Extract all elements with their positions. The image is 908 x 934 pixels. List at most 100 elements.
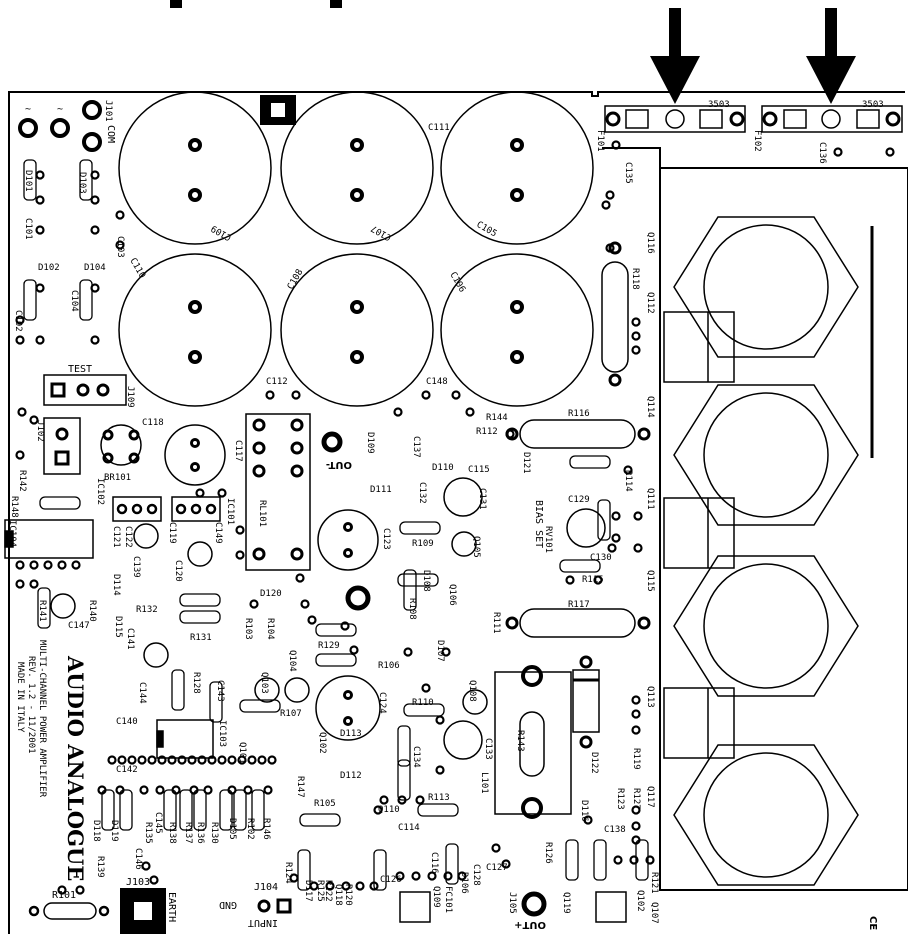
solder-pad [237, 755, 247, 765]
solder-pad [300, 599, 310, 609]
label-r104: R104 [265, 618, 275, 640]
solder-pad [631, 821, 641, 831]
regulator-ic101 [171, 496, 221, 522]
label-ic102: IC102 [95, 478, 105, 505]
label-f101-value: 3503 [708, 100, 730, 110]
solder-pad [90, 335, 100, 345]
heatsink-tab-1 [663, 311, 735, 383]
bulk-capacitor-c108: C108 [280, 253, 434, 407]
label-q117: Q117 [645, 786, 655, 808]
label-c105: C105 [475, 220, 499, 240]
solder-pad [833, 147, 843, 157]
solder-pad [35, 283, 45, 293]
solder-pad [35, 195, 45, 205]
solder-pad [147, 755, 157, 765]
bulk-capacitor-c110: C110 [118, 253, 272, 407]
label-r128: R128 [191, 672, 201, 694]
fuse-holder-f101 [604, 105, 746, 133]
label-out-minus: OUT- [326, 459, 352, 470]
solder-pad [71, 560, 81, 570]
label-f101: F101 [595, 130, 605, 152]
electrolytic-caps-medium [50, 424, 606, 760]
solder-pad [107, 755, 117, 765]
label-c124: C124 [377, 692, 387, 714]
label-r144: R144 [486, 413, 508, 423]
label-c137: C137 [411, 436, 421, 458]
label-r105: R105 [314, 799, 336, 809]
label-c114: C114 [398, 823, 420, 833]
label-c110: C110 [127, 257, 147, 281]
label-c143: C143 [215, 680, 225, 702]
label-c141: C141 [125, 628, 135, 650]
solder-pad [15, 560, 25, 570]
solder-pad [631, 331, 641, 341]
label-r127: R127 [631, 788, 641, 810]
label-d111: D111 [370, 485, 392, 495]
label-d101: D101 [23, 170, 33, 192]
label-r148: R148 [9, 496, 19, 518]
solder-pad [217, 755, 227, 765]
label-rv101: RV101 [543, 526, 553, 553]
label-q108: Q108 [467, 680, 477, 702]
solder-pad [155, 785, 165, 795]
label-r137: R137 [183, 822, 193, 844]
label-d114: D114 [111, 574, 121, 596]
label-d107: D107 [435, 640, 445, 662]
output-pad-j106 [321, 431, 343, 453]
solder-pad [341, 881, 351, 891]
label-ic103: IC103 [217, 720, 227, 747]
label-r129: R129 [318, 641, 340, 651]
solder-pad [631, 317, 641, 327]
label-q102: Q102 [317, 732, 327, 754]
label-out-plus: OUT+ [514, 919, 546, 930]
solder-pad [267, 755, 277, 765]
solder-pad [227, 755, 237, 765]
power-transistor-outlines [663, 216, 859, 886]
label-c120: C120 [173, 560, 183, 582]
solder-pad [633, 543, 643, 553]
label-earth: EARTH [166, 892, 177, 922]
label-r123: R123 [615, 788, 625, 810]
label-d104: D104 [84, 263, 106, 273]
solder-pad [15, 450, 25, 460]
label-ic101: IC101 [225, 498, 235, 525]
solder-pad [583, 815, 593, 825]
label-c128: C128 [471, 864, 481, 886]
board-outline [8, 91, 908, 934]
label-r103: R103 [243, 618, 253, 640]
label-c123: C123 [381, 528, 391, 550]
label-r113: R113 [428, 793, 450, 803]
solder-pad [421, 683, 431, 693]
resistor-body [79, 159, 93, 201]
solder-pad [90, 225, 100, 235]
relay-rl101 [245, 413, 311, 571]
label-q109: Q109 [431, 886, 441, 908]
fuse-holder-f102 [761, 105, 903, 133]
test-connector-j109: TEST J109 [43, 364, 135, 408]
solder-pad [137, 755, 147, 765]
resistor-body [569, 455, 611, 469]
label-c130: C130 [590, 553, 612, 563]
label-r114: R114 [623, 470, 633, 492]
solder-pad [17, 407, 27, 417]
label-d109: D109 [365, 432, 375, 454]
label-br101: BR101 [104, 473, 131, 483]
resistor-body [315, 623, 357, 637]
resistor-body [397, 725, 411, 767]
label-d118: D118 [91, 820, 101, 842]
label-c121: C121 [111, 526, 121, 548]
label-c106: C106 [447, 271, 467, 295]
label-c116: C116 [429, 852, 439, 874]
solder-pad [631, 345, 641, 355]
solder-pad [631, 805, 641, 815]
mounting-pad [345, 585, 371, 611]
solder-pad [395, 871, 405, 881]
resistor-body [239, 699, 281, 713]
resistor-r101 [28, 902, 110, 920]
label-c138: C138 [604, 825, 626, 835]
solder-pad [35, 170, 45, 180]
resistor-body [101, 789, 115, 831]
fuse-clip-fc101 [399, 891, 627, 923]
label-q115: Q115 [645, 570, 655, 592]
